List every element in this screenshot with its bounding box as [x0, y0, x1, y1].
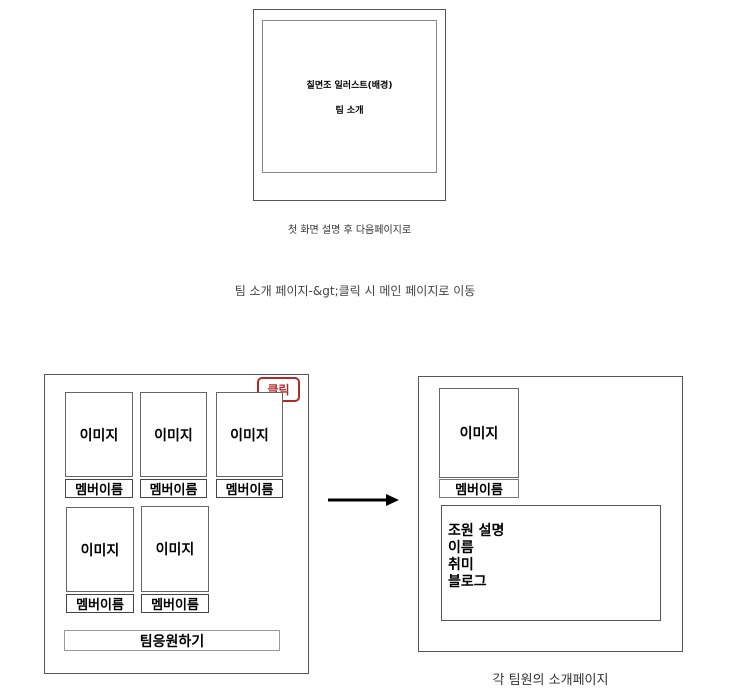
member-page-caption: 각 팀원의 소개페이지	[492, 673, 609, 688]
member-image-1[interactable]: 이미지	[65, 392, 133, 477]
intro-team-label: 팀 소개	[335, 106, 364, 116]
member-name-3[interactable]: 멤버이름	[216, 479, 283, 498]
member-name-4[interactable]: 멤버이름	[66, 594, 134, 613]
member-page-name: 멤버이름	[439, 479, 519, 498]
member-name-5[interactable]: 멤버이름	[141, 594, 209, 613]
member-page-image: 이미지	[439, 388, 519, 478]
member-profile-box: 조원 설명 이름 취미 블로그	[441, 505, 661, 621]
intro-screen-inner: 칠면조 일러스트(배경) 팀 소개	[262, 20, 437, 173]
team-cheer-button[interactable]: 팀응원하기	[64, 630, 280, 651]
profile-description: 조원 설명	[448, 523, 505, 539]
member-name-1[interactable]: 멤버이름	[65, 479, 133, 498]
member-image-2[interactable]: 이미지	[140, 392, 207, 477]
member-image-3[interactable]: 이미지	[216, 392, 283, 477]
intro-caption: 첫 화면 설명 후 다음페이지로	[287, 225, 412, 236]
profile-blog[interactable]: 블로그	[448, 574, 487, 590]
intro-illustration-label: 칠면조 일러스트(배경)	[306, 81, 393, 91]
member-image-5[interactable]: 이미지	[141, 506, 209, 592]
intro-screen-frame	[253, 9, 446, 201]
member-name-2[interactable]: 멤버이름	[140, 479, 207, 498]
profile-hobby: 취미	[448, 557, 474, 573]
member-image-4[interactable]: 이미지	[66, 507, 134, 592]
profile-name: 이름	[448, 540, 474, 556]
flow-note: 팀 소개 페이지-&gt;클릭 시 메인 페이지로 이동	[234, 284, 476, 298]
arrow-right-icon	[328, 494, 399, 506]
